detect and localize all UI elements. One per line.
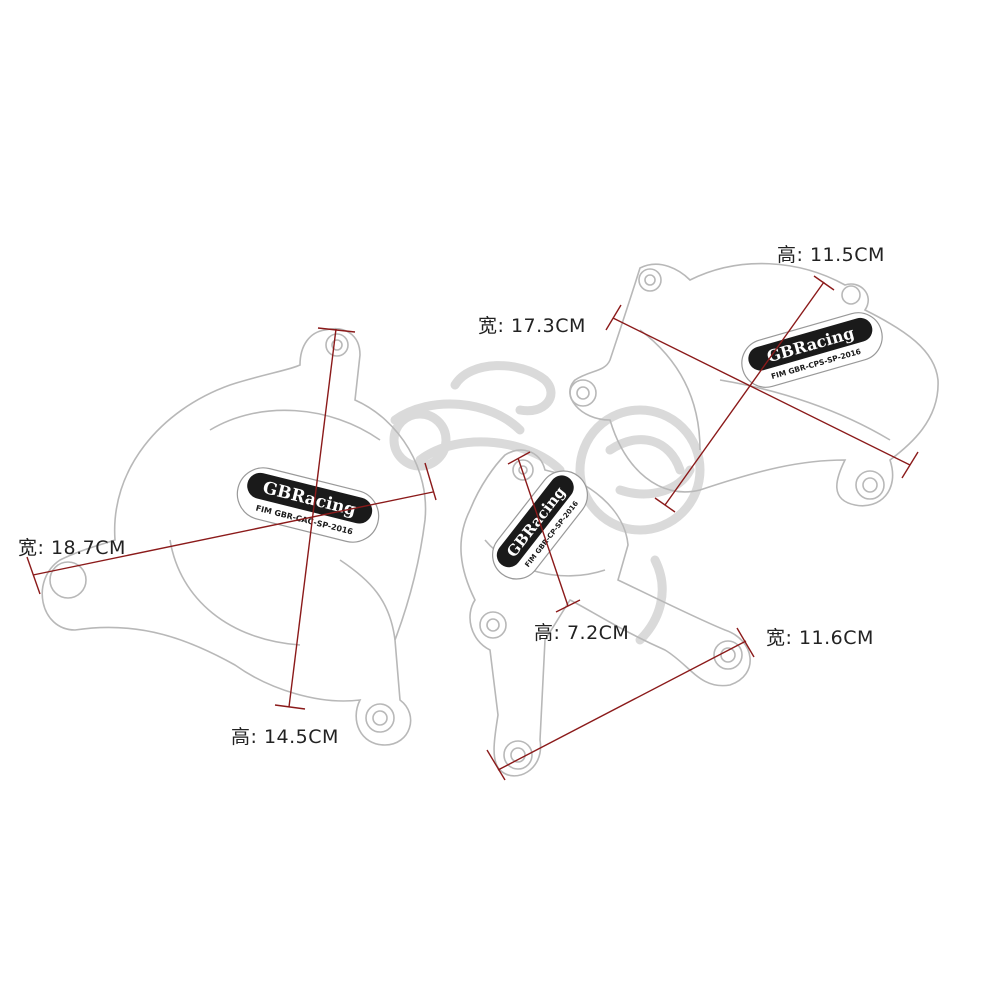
- left-cover-badge: GBRacing FIM GBR-CAC-SP-2016: [236, 467, 380, 543]
- middle-cover-height-label: 高: 7.2CM: [534, 622, 630, 644]
- left-cover-width-label: 宽: 18.7CM: [18, 537, 126, 559]
- left-cover-height-label: 高: 14.5CM: [231, 726, 339, 748]
- right-cover-height-label: 高: 11.5CM: [777, 244, 885, 266]
- left-engine-cover: [41, 328, 427, 746]
- motorcycle-rider-logo-icon: [389, 361, 705, 645]
- middle-engine-cover: [460, 449, 751, 777]
- right-engine-cover: [569, 262, 939, 507]
- middle-cover-measure-lines: [486, 451, 755, 781]
- left-cover-measure-lines: [26, 327, 437, 710]
- middle-cover-width-label: 宽: 11.6CM: [766, 627, 874, 649]
- right-cover-measure-lines: [605, 275, 919, 513]
- right-cover-width-label: 宽: 17.3CM: [478, 315, 586, 337]
- right-cover-badge: GBRacing FIM GBR-CPS-SP-2016: [741, 312, 883, 388]
